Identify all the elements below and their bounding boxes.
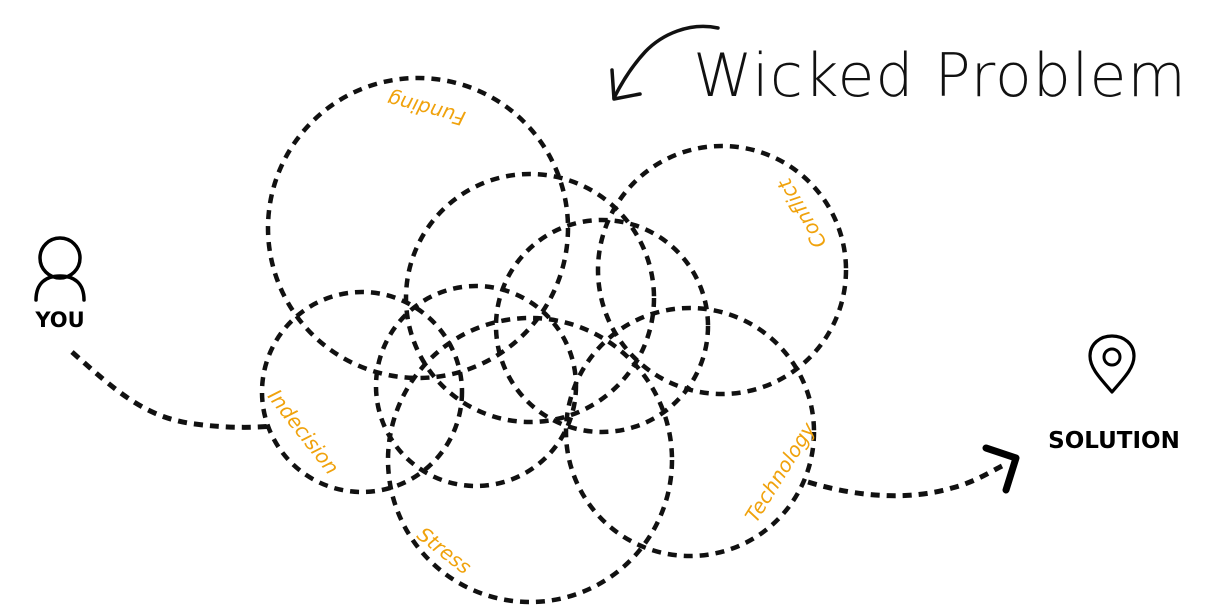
factor-label-stress: Stress xyxy=(413,522,477,579)
arrowhead-icon xyxy=(982,444,1020,494)
end-label: SOLUTION xyxy=(1048,428,1180,454)
circle-stress xyxy=(385,315,675,605)
factor-label-indecision: Indecision xyxy=(263,385,344,479)
path-from-you xyxy=(70,350,273,430)
start-label: YOU xyxy=(34,308,84,332)
circle-technology xyxy=(563,305,817,559)
factor-label-funding: Funding xyxy=(385,87,468,131)
problem-circles xyxy=(259,75,849,605)
path-to-solution xyxy=(807,463,1004,499)
diagram-title: Wicked Problem xyxy=(693,41,1187,111)
circle-center-low xyxy=(373,283,579,489)
location-pin-icon xyxy=(1088,334,1136,394)
circle-funding xyxy=(265,75,571,381)
person-icon xyxy=(34,236,86,302)
circle-conflict xyxy=(595,143,849,397)
curved-arrow-icon xyxy=(610,24,720,101)
circle-center-top xyxy=(403,171,657,425)
circle-center-right xyxy=(493,217,711,435)
factor-label-conflict: Conflict xyxy=(772,174,831,253)
circle-indecision xyxy=(259,289,465,495)
